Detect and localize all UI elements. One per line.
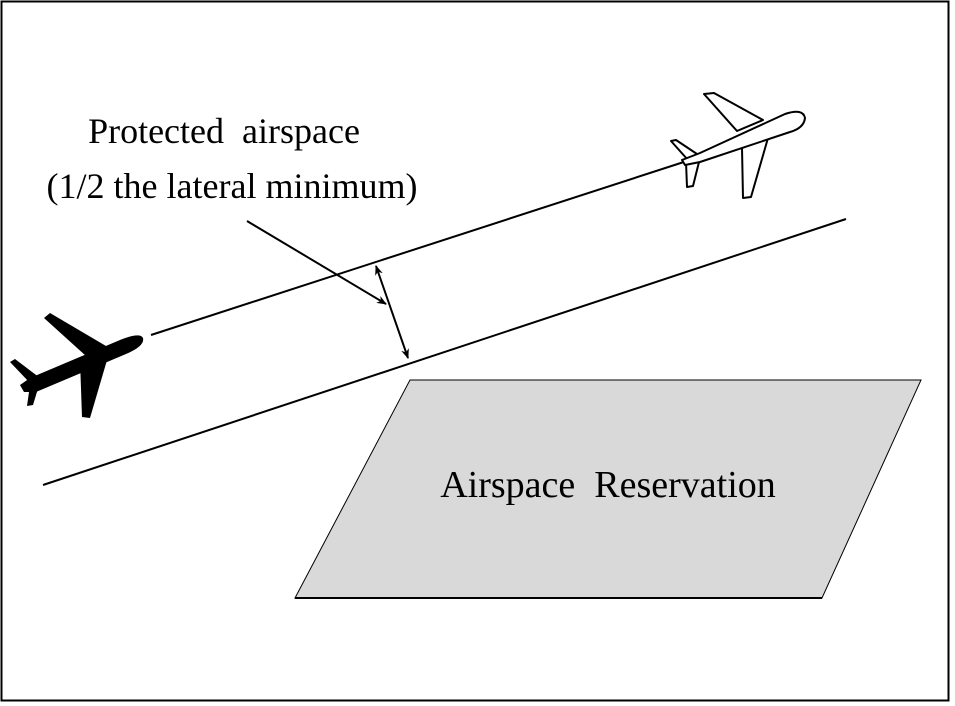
airplane-outline-icon (670, 92, 806, 199)
lateral-minimum-label: (1/2 the lateral minimum) (47, 166, 418, 206)
protected-airspace-label: Protected airspace (88, 111, 360, 151)
airspace-reservation-label: Airspace Reservation (440, 464, 776, 506)
protected-airspace-boundary-line (42, 218, 847, 486)
label-leader-arrow (246, 220, 387, 305)
airplane-silhouette-icon (10, 313, 144, 418)
flight-path-line (150, 159, 691, 336)
lateral-distance-arrow (375, 265, 409, 359)
